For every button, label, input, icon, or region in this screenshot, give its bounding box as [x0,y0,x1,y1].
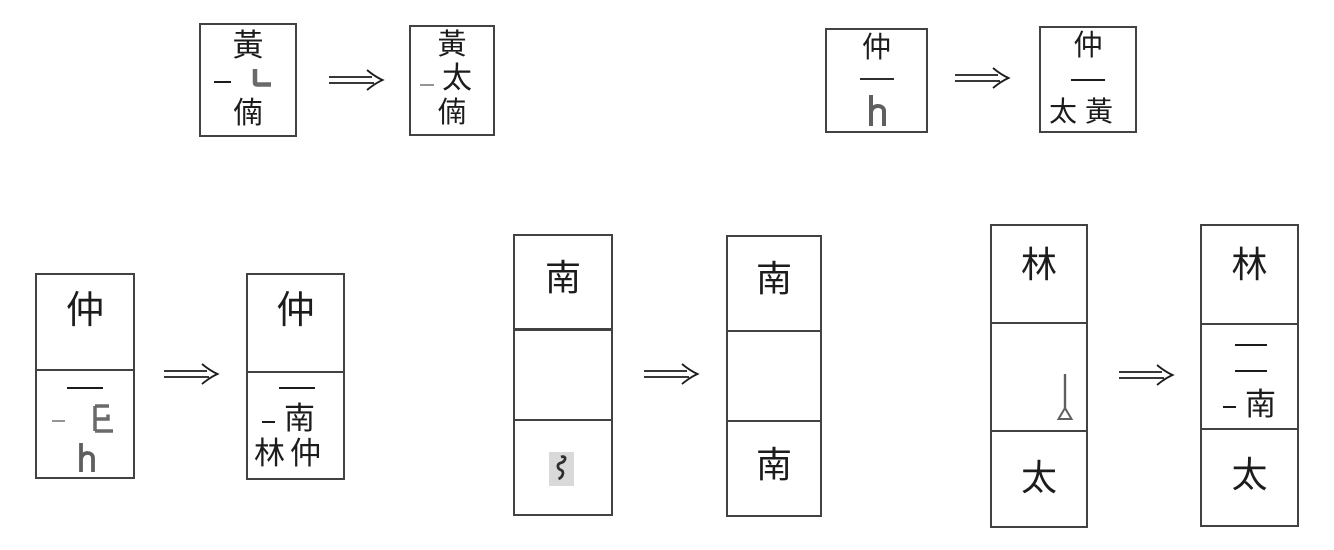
added-pitch-label: 太 [1049,97,1078,128]
g5-after-box: 林 南 太 [1200,224,1299,527]
long-line-mark [1071,79,1105,81]
pitch-label: 㑲 [437,97,467,129]
cell-divider [992,322,1086,324]
pole-triangle-icon [1055,372,1075,422]
short-dash-mark [1223,406,1236,408]
cell-divider [37,369,133,371]
added-pitch-label: 南 [284,401,315,436]
double-arrow-icon [162,362,220,386]
cell-divider [515,419,611,421]
pitch-label: 仲 [1073,30,1103,62]
cell-divider [1202,323,1297,325]
h-curve-icon [77,442,97,473]
pitch-label: 仲 [290,436,321,471]
g1-before-box: 黃 㑲 [199,23,297,137]
pitch-label: 仲 [276,290,315,332]
g3-before-box: 仲 [35,273,135,479]
added-pitch-label: 黃 [1085,97,1114,128]
squiggle-icon [549,452,574,486]
pitch-label: 林 [1231,245,1268,285]
pitch-label: 林 [254,436,285,471]
short-dash-mark [420,84,434,86]
pitch-label: 南 [755,445,792,485]
pitch-label: 林 [1020,245,1057,285]
long-line-mark [1235,344,1267,346]
pitch-label: 南 [544,258,581,298]
pitch-label: 太 [1020,458,1057,498]
g1-after-box: 黃 太 㑲 [409,25,495,136]
cell-divider [728,420,820,422]
short-dash-mark [52,420,65,422]
pitch-label: 黃 [437,29,467,61]
nieun-hook-icon [251,68,272,89]
cell-divider [248,371,343,373]
long-line-mark [67,387,103,389]
added-pitch-label: 太 [442,62,472,95]
pitch-label: 仲 [861,32,891,64]
long-line-mark [279,387,315,389]
g4-before-box: 南 [513,234,613,516]
cell-divider [992,430,1086,432]
long-line-mark [860,78,894,80]
double-arrow-icon [327,68,385,92]
pitch-label: 南 [755,259,792,299]
g3-after-box: 仲 南 林 仲 [246,273,345,480]
pitch-label: 仲 [65,290,104,332]
g5-before-box: 林 太 [990,224,1088,528]
pitch-label: 㑲 [233,97,263,130]
short-dash-mark [262,421,275,423]
g2-before-box: 仲 [825,28,928,133]
tieut-hook-icon [90,402,116,435]
pitch-label: 太 [1231,455,1268,495]
h-curve-icon [867,94,888,127]
cell-divider [1202,428,1297,430]
g4-after-box: 南 南 [726,235,822,517]
cell-divider [515,328,611,331]
double-arrow-icon [953,66,1011,90]
pitch-label: 黃 [232,28,264,63]
added-pitch-label: 南 [1245,387,1276,422]
double-arrow-icon [642,362,700,386]
long-line-mark [1235,370,1267,372]
cell-divider [728,330,820,332]
short-dash-mark [214,81,231,83]
double-arrow-icon [1117,363,1175,387]
g2-after-box: 仲 太 黃 [1039,26,1137,133]
